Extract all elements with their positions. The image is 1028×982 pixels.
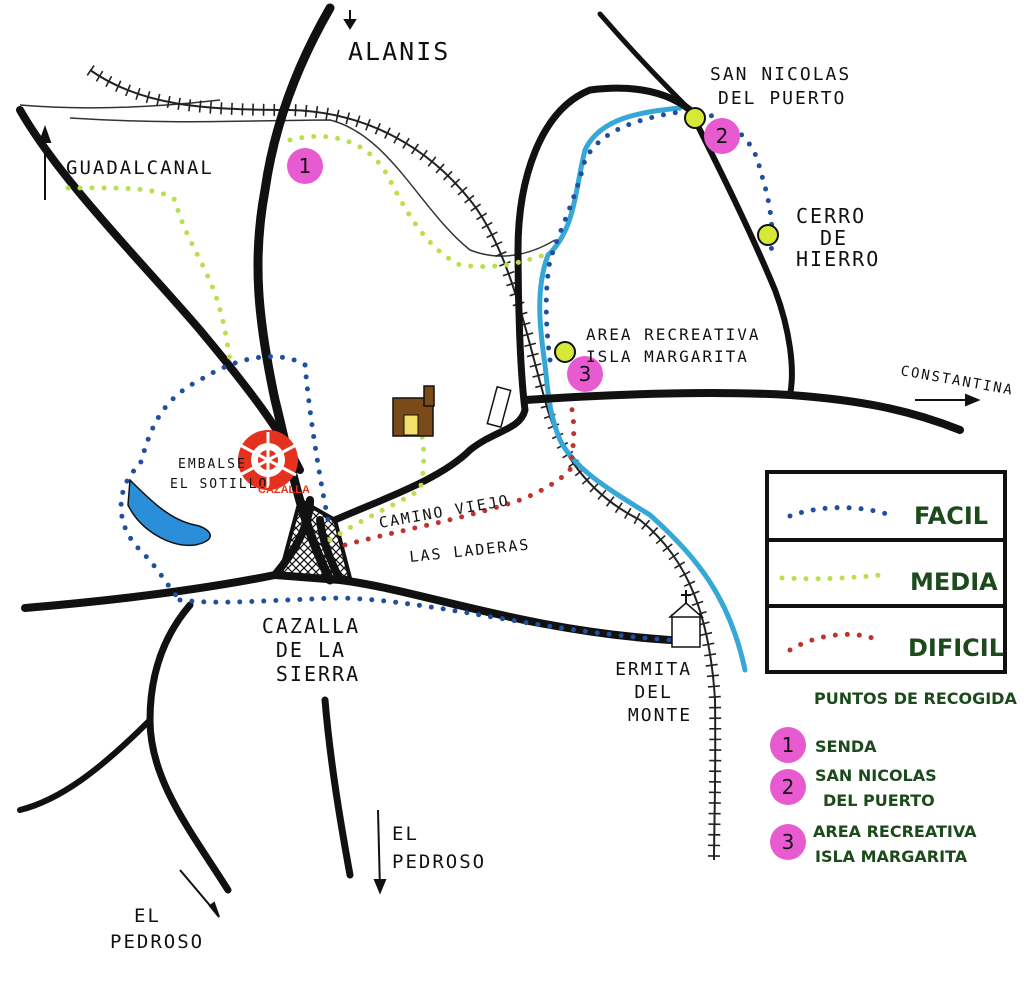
pickup-title: PUNTOS DE RECOGIDA (814, 689, 1017, 708)
svg-text:AREA RECREATIVA ISLA M: AREA RECREATIVA ISLA MARGARITA (813, 822, 982, 866)
cazalla-town-area (277, 496, 353, 581)
label-cazalla-logo: CAZALLA (258, 484, 310, 496)
pickup-item-1: 1 SENDA (770, 727, 877, 763)
arrow-icon (38, 125, 52, 200)
label-camino-viejo: CAMINO VIEJO (378, 491, 511, 532)
pickup-points-legend: PUNTOS DE RECOGIDA 1 SENDA 2 SAN NICOLAS… (770, 689, 1017, 866)
label-area-recreativa: AREA RECREATIVA ISLA MARGARITA (586, 325, 772, 366)
arrow-icon (915, 393, 981, 407)
label-san-nicolas: SAN NICOLAS DEL PUERTO (710, 64, 864, 109)
ermita-chapel-icon (668, 590, 704, 648)
church-building-icon (392, 385, 435, 437)
svg-text:2: 2 (716, 124, 729, 148)
map-marker-2[interactable]: 2 (704, 118, 740, 154)
svg-text:2: 2 (782, 775, 795, 799)
svg-text:1: 1 (299, 154, 312, 178)
building-outline (486, 385, 512, 429)
legend-facil-line (787, 505, 893, 519)
label-el-pedroso-left: EL PEDROSO (110, 905, 204, 953)
svg-text:SAN NICOLAS DEL PUERTO: SAN NICOLAS DEL PUERTO (815, 766, 942, 810)
main-roads (16, 3, 964, 894)
svg-text:3: 3 (579, 362, 592, 386)
legend-media-label: MEDIA (910, 568, 998, 596)
legend-box: FACIL MEDIA DIFICIL (765, 470, 1007, 674)
label-el-pedroso-center: EL PEDROSO (392, 823, 486, 873)
pickup-item-2: 2 SAN NICOLAS DEL PUERTO (770, 766, 942, 810)
arrow-icon (179, 869, 220, 918)
label-cazalla-town: CAZALLA DE LA SIERRA (262, 614, 374, 686)
legend-dificil-label: DIFICIL (908, 634, 1004, 662)
railway (86, 65, 722, 861)
river (537, 105, 748, 673)
map-marker-3[interactable]: 3 (567, 356, 603, 392)
cazalla-logo (238, 430, 298, 490)
yellow-point-isla-margarita (554, 341, 576, 363)
legend-facil-label: FACIL (914, 502, 988, 530)
label-embalse: EMBALSE EL SOTILLO (170, 457, 268, 492)
svg-text:3: 3 (782, 830, 795, 854)
reservoir-el-sotillo (127, 478, 211, 547)
map-marker-1[interactable]: 1 (287, 148, 323, 184)
legend-media-line (779, 572, 883, 582)
label-constantina: CONSTANTINA (899, 363, 1015, 399)
arrow-icon (343, 10, 357, 30)
pickup-item-3: 3 AREA RECREATIVA ISLA MARGARITA (770, 822, 982, 866)
svg-text:1: 1 (782, 733, 795, 757)
label-cerro-hierro: CERRO DE HIERRO (796, 204, 880, 271)
label-ermita: ERMITA DEL MONTE (615, 659, 705, 726)
direction-arrows (38, 10, 981, 918)
legend-dificil-line (787, 632, 885, 653)
route-media (65, 133, 548, 543)
arrow-icon (373, 809, 387, 895)
label-alanis: ALANIS (348, 37, 450, 66)
yellow-point-san-nicolas (684, 107, 706, 129)
label-guadalcanal: GUADALCANAL (66, 157, 214, 179)
label-las-laderas: LAS LADERAS (409, 535, 532, 566)
svg-text:SENDA: SENDA (815, 737, 877, 756)
pickup-point-markers (554, 107, 779, 363)
route-facil (118, 109, 775, 643)
yellow-point-cerro-hierro (757, 224, 779, 246)
